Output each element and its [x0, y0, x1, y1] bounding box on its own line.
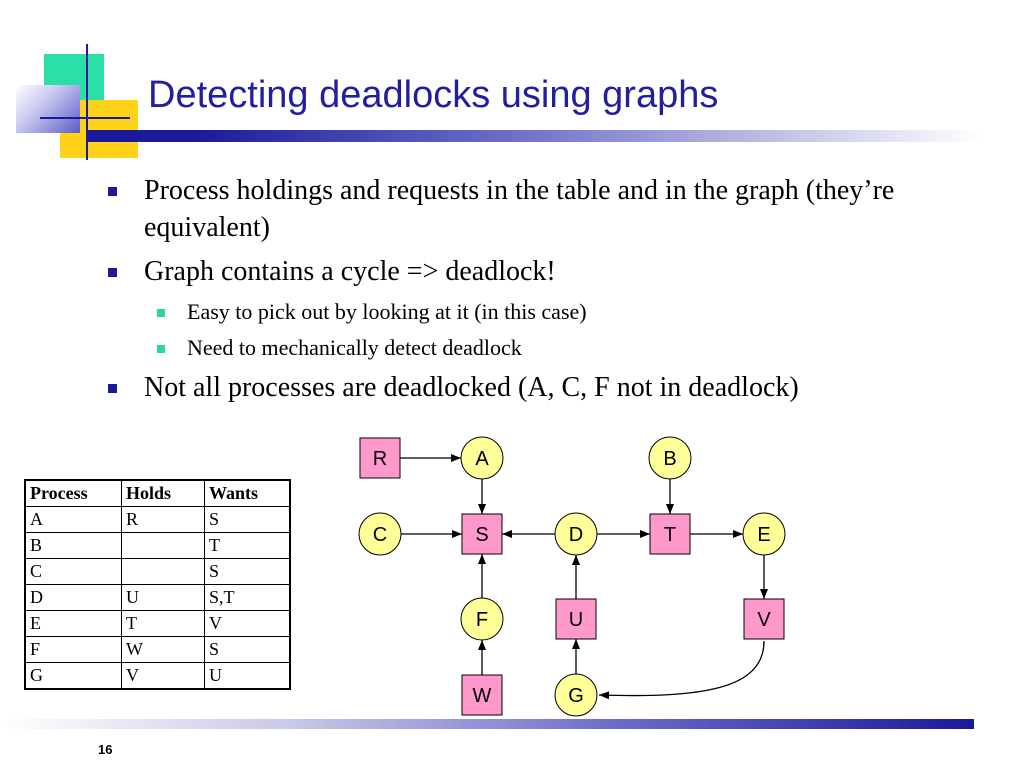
slide-title: Detecting deadlocks using graphs	[148, 74, 719, 116]
process-node-b: B	[648, 436, 692, 480]
cell-wants: S	[204, 636, 291, 663]
process-node-a: A	[460, 436, 504, 480]
cell-wants: T	[204, 532, 291, 559]
edge-v-to-g	[598, 640, 765, 700]
cell-holds: R	[121, 506, 205, 533]
node-label: R	[373, 448, 387, 470]
cell-holds	[121, 532, 205, 559]
node-label: T	[664, 524, 676, 546]
header-wants: Wants	[204, 479, 291, 507]
resource-node-s: S	[461, 513, 503, 555]
cell-holds: T	[121, 610, 205, 637]
process-node-e: E	[742, 512, 786, 556]
table-header-row: Process Holds Wants	[24, 479, 291, 507]
cell-process: D	[24, 584, 122, 611]
cell-process: F	[24, 636, 122, 663]
cell-holds: W	[121, 636, 205, 663]
cell-process: A	[24, 506, 122, 533]
sub-bullet-marker	[157, 345, 165, 353]
logo-horizontal-line	[40, 117, 130, 119]
resource-node-v: V	[743, 598, 785, 640]
header-process: Process	[24, 479, 122, 507]
footer-divider	[0, 719, 974, 729]
node-label: C	[373, 524, 387, 546]
cell-holds	[121, 558, 205, 585]
sub-bullet-marker	[157, 309, 165, 317]
cell-process: E	[24, 610, 122, 637]
resource-node-w: W	[461, 674, 503, 716]
cell-holds: U	[121, 584, 205, 611]
bullet-list: Process holdings and requests in the tab…	[105, 172, 985, 413]
node-label: B	[663, 448, 676, 470]
node-label: E	[757, 524, 770, 546]
cell-wants: S,T	[204, 584, 291, 611]
cell-wants: V	[204, 610, 291, 637]
bullet-text: Not all processes are deadlocked (A, C, …	[144, 372, 799, 403]
title-divider	[86, 130, 982, 142]
bullet-text: Graph contains a cycle => deadlock!	[144, 256, 556, 287]
resource-node-t: T	[649, 513, 691, 555]
process-node-g: G	[554, 673, 598, 717]
cell-process: G	[24, 662, 122, 690]
logo-blue-square	[16, 85, 80, 133]
bullet-marker	[108, 268, 117, 277]
node-label: V	[757, 609, 771, 631]
node-label: U	[569, 609, 583, 631]
sub-bullet-item: Need to mechanically detect deadlock	[105, 333, 985, 363]
resource-allocation-graph: R A B C S D T E F U V W G	[358, 436, 786, 717]
node-label: S	[475, 524, 488, 546]
node-label: F	[476, 609, 488, 631]
header-holds: Holds	[121, 479, 205, 507]
page-number: 16	[98, 742, 113, 757]
sub-bullet-item: Easy to pick out by looking at it (in th…	[105, 297, 985, 327]
node-label: G	[568, 685, 584, 707]
cell-process: B	[24, 532, 122, 559]
cell-wants: U	[204, 662, 291, 690]
logo-vertical-line	[86, 44, 88, 160]
process-node-d: D	[554, 512, 598, 556]
resource-node-r: R	[359, 437, 401, 479]
cell-wants: S	[204, 558, 291, 585]
node-label: A	[475, 448, 489, 470]
bullet-item: Process holdings and requests in the tab…	[105, 172, 985, 246]
cell-holds: V	[121, 662, 205, 690]
cell-process: C	[24, 558, 122, 585]
node-label: W	[473, 685, 492, 707]
cell-wants: S	[204, 506, 291, 533]
bullet-text: Process holdings and requests in the tab…	[144, 175, 895, 243]
resource-node-u: U	[555, 598, 597, 640]
bullet-item: Graph contains a cycle => deadlock!	[105, 253, 985, 290]
bullet-item: Not all processes are deadlocked (A, C, …	[105, 369, 985, 406]
bullet-marker	[108, 187, 117, 196]
process-node-f: F	[460, 597, 504, 641]
node-label: D	[569, 524, 583, 546]
process-node-c: C	[358, 512, 402, 556]
sub-bullet-text: Easy to pick out by looking at it (in th…	[187, 299, 587, 324]
sub-bullet-text: Need to mechanically detect deadlock	[187, 335, 522, 360]
bullet-marker	[108, 384, 117, 393]
